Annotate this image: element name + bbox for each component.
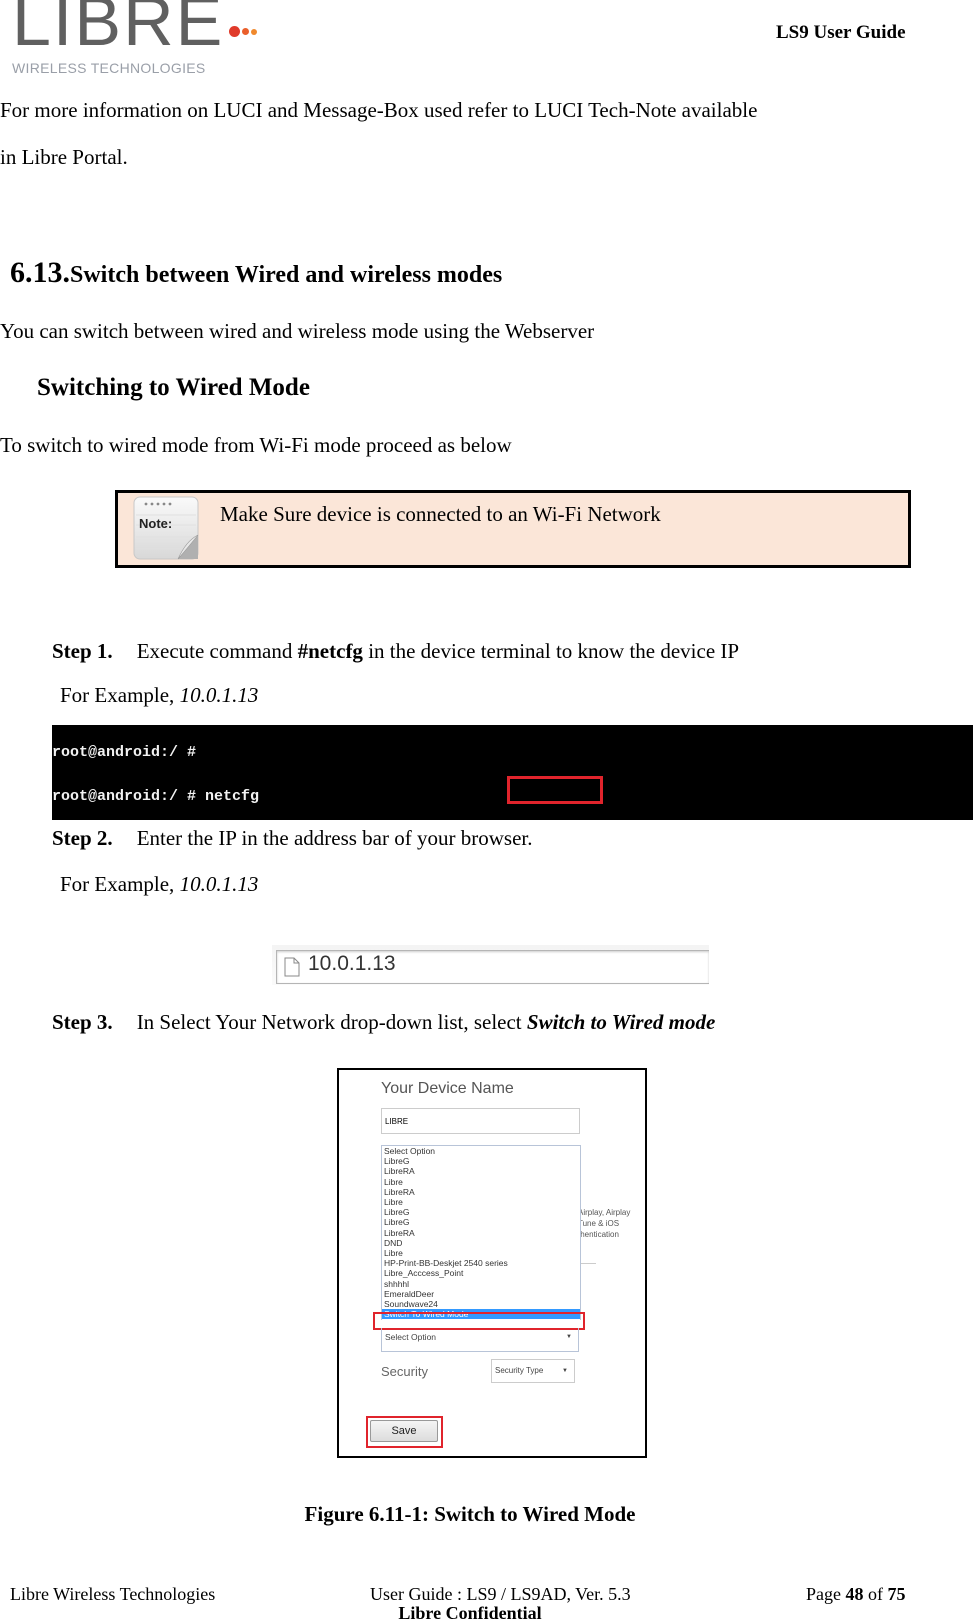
network-select-value: Select Option	[385, 1332, 437, 1342]
example-prefix: For Example,	[60, 683, 180, 707]
security-select-value: Security Type	[495, 1366, 544, 1375]
background-text-line: Tune & iOS	[578, 1219, 620, 1228]
step-3-emphasis: Switch to Wired mode	[526, 1010, 716, 1034]
background-text: Airplay, Airplay Tune & iOS thentication	[578, 1207, 630, 1240]
device-name-input[interactable]: LIBRE	[381, 1108, 580, 1134]
page-icon	[284, 957, 300, 982]
step-1: Step 1. Execute command #netcfg in the de…	[52, 639, 739, 664]
network-option[interactable]: Libre	[384, 1248, 403, 1259]
note-text: Make Sure device is connected to an Wi-F…	[220, 502, 661, 526]
security-type-select[interactable]: Security Type ▼	[491, 1359, 575, 1383]
step-1-command: #netcfg	[297, 639, 363, 663]
terminal-line: root@android:/ # netcfg	[52, 787, 260, 805]
device-name-label: Your Device Name	[381, 1080, 514, 1097]
caret-down-icon: ▼	[562, 1368, 568, 1374]
network-option[interactable]: LibreG	[384, 1207, 410, 1218]
step-1-example: For Example, 10.0.1.13	[60, 683, 258, 708]
note-icon: Note:	[130, 495, 200, 561]
network-option[interactable]: EmeraldDeer	[384, 1288, 435, 1299]
background-text-line: thentication	[578, 1230, 619, 1239]
ip-highlight-box	[507, 776, 603, 804]
step-2: Step 2. Enter the IP in the address bar o…	[52, 826, 532, 851]
page-prefix: Page	[806, 1584, 846, 1604]
subsection-intro: To switch to wired mode from Wi-Fi mode …	[0, 433, 512, 457]
save-highlight-box	[366, 1416, 443, 1448]
browser-address-bar[interactable]	[276, 950, 709, 984]
network-option[interactable]: LibreG	[384, 1156, 410, 1167]
example-ip: 10.0.1.13	[179, 683, 259, 707]
network-option-switch-to-wired[interactable]: Switch To Wired Mode	[382, 1309, 580, 1320]
logo-dot-red	[229, 26, 240, 37]
subsection-heading: Switching to Wired Mode	[37, 374, 310, 401]
network-option[interactable]: LibreG	[384, 1217, 410, 1228]
step-1-text: Execute command	[136, 639, 298, 663]
network-option[interactable]: Soundwave24	[384, 1299, 438, 1310]
network-option[interactable]: shhhhl	[384, 1278, 410, 1289]
network-dropdown-list[interactable]: Select Option LibreG LibreRA Libre Libre…	[381, 1145, 581, 1320]
page-total: 75	[887, 1584, 906, 1604]
footer-company: Libre Wireless Technologies	[10, 1584, 216, 1604]
network-option[interactable]: HP-Print-BB-Deskjet 2540 series	[384, 1258, 508, 1269]
network-select[interactable]: Select Option ▼	[381, 1328, 579, 1352]
logo-dot-orange	[242, 28, 249, 35]
step-3-text: In Select Your Network drop-down list, s…	[136, 1010, 527, 1034]
network-option[interactable]: LibreRA	[384, 1166, 415, 1177]
address-url: 10.0.1.13	[308, 952, 396, 975]
note-icon-label: Note:	[139, 516, 172, 531]
step-2-label: Step 2.	[52, 826, 113, 850]
background-text-line: Airplay, Airplay	[578, 1208, 631, 1217]
network-option[interactable]: Libre_Acccess_Point	[384, 1268, 464, 1279]
intro-line-1: For more information on LUCI and Message…	[0, 98, 758, 122]
section-heading: 6.13.Switch between Wired and wireless m…	[10, 256, 502, 290]
logo-tagline: WIRELESS TECHNOLOGIES	[12, 60, 206, 76]
note-box	[115, 490, 911, 568]
terminal-line: root@android:/ #	[52, 744, 197, 761]
step-1-label: Step 1.	[52, 639, 113, 663]
webserver-screenshot: Your Device Name LIBRE Airplay, Airplay …	[337, 1068, 647, 1458]
network-option[interactable]: Select Option	[384, 1146, 436, 1156]
libre-logo-wordmark: LIBRE	[12, 0, 225, 60]
selected-option-highlight	[373, 1312, 585, 1330]
example-ip: 10.0.1.13	[179, 872, 259, 896]
step-2-text: Enter the IP in the address bar of your …	[136, 826, 533, 850]
section-description: You can switch between wired and wireles…	[0, 319, 595, 343]
network-option[interactable]: DND	[384, 1237, 403, 1248]
network-option[interactable]: Libre	[384, 1176, 403, 1187]
page-of: of	[863, 1584, 888, 1604]
intro-line-2: in Libre Portal.	[0, 145, 128, 169]
section-title: Switch between Wired and wireless modes	[70, 262, 503, 288]
section-number: 6.13.	[10, 256, 70, 289]
example-prefix: For Example,	[60, 872, 180, 896]
network-option[interactable]: Libre	[384, 1197, 403, 1208]
background-border	[580, 1263, 596, 1264]
security-label: Security	[381, 1364, 428, 1379]
figure-caption: Figure 6.11-1: Switch to Wired Mode	[304, 1502, 636, 1526]
terminal-screenshot: root@android:/ # root@android:/ # netcfg…	[52, 725, 973, 820]
document-title: LS9 User Guide	[776, 22, 906, 43]
logo-dot-amber	[251, 29, 257, 35]
footer-confidential: Libre Confidential	[398, 1603, 542, 1623]
network-option[interactable]: LibreRA	[384, 1227, 415, 1238]
step-3-label: Step 3.	[52, 1010, 113, 1034]
network-option[interactable]: LibreRA	[384, 1186, 415, 1197]
page-current: 48	[845, 1584, 864, 1604]
footer-page: Page 48 of 75	[806, 1584, 906, 1605]
step-1-text-after: in the device terminal to know the devic…	[362, 639, 740, 663]
caret-down-icon: ▼	[566, 1334, 572, 1340]
step-3: Step 3. In Select Your Network drop-down …	[52, 1010, 715, 1035]
footer-guide: User Guide : LS9 / LS9AD, Ver. 5.3	[370, 1584, 631, 1604]
step-2-example: For Example, 10.0.1.13	[60, 872, 258, 897]
save-button[interactable]: Save	[370, 1420, 438, 1442]
